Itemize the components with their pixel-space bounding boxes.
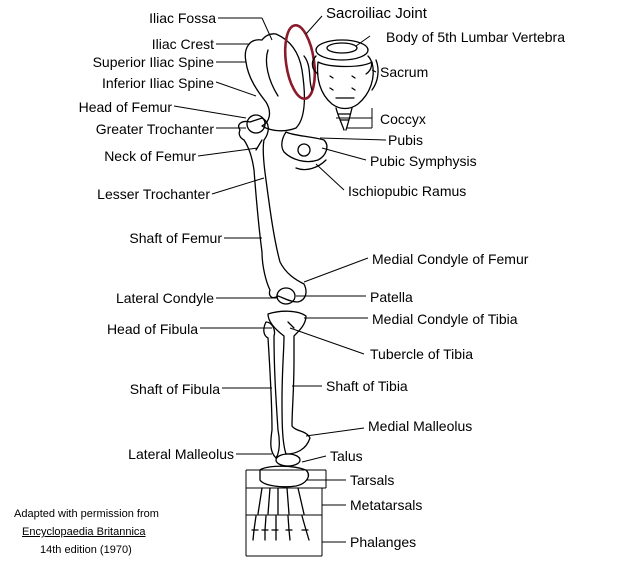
label-superior-iliac-spine: Superior Iliac Spine bbox=[92, 54, 214, 70]
tibia-outline bbox=[267, 310, 311, 455]
label-talus: Talus bbox=[330, 448, 363, 464]
label-coccyx: Coccyx bbox=[380, 111, 426, 127]
label-sacroiliac-joint: Sacroiliac Joint bbox=[326, 5, 427, 22]
label-shaft-of-tibia: Shaft of Tibia bbox=[326, 378, 408, 394]
label-lateral-condyle: Lateral Condyle bbox=[115, 290, 214, 306]
lumbar-vertebra-body bbox=[315, 39, 369, 61]
femoral-head bbox=[246, 114, 266, 134]
label-patella: Patella bbox=[370, 289, 413, 305]
fibula-outline bbox=[263, 321, 280, 459]
label-neck-of-femur: Neck of Femur bbox=[104, 148, 196, 164]
label-tubercle-of-tibia: Tubercle of Tibia bbox=[370, 346, 473, 362]
label-metatarsals: Metatarsals bbox=[350, 497, 423, 513]
label-medial-condyle-of-tibia: Medial Condyle of Tibia bbox=[372, 311, 518, 327]
label-pubic-symphysis: Pubic Symphysis bbox=[370, 153, 477, 169]
label-inferior-iliac-spine: Inferior Iliac Spine bbox=[101, 75, 214, 91]
label-head-of-fibula: Head of Fibula bbox=[106, 321, 198, 337]
label-tarsals: Tarsals bbox=[350, 472, 395, 488]
patella-outline bbox=[276, 287, 296, 305]
iliac-fossa-contour bbox=[265, 49, 279, 97]
label-shaft-of-fibula: Shaft of Fibula bbox=[129, 381, 220, 397]
label-sacrum: Sacrum bbox=[380, 64, 429, 80]
label-body-of-5th-lumbar-vertebra: Body of 5th Lumbar Vertebra bbox=[386, 29, 565, 45]
label-medial-condyle-of-femur: Medial Condyle of Femur bbox=[372, 251, 529, 267]
label-shaft-of-femur: Shaft of Femur bbox=[129, 230, 222, 246]
label-phalanges: Phalanges bbox=[350, 534, 417, 550]
phalanges-outline bbox=[252, 515, 310, 541]
label-pubis: Pubis bbox=[388, 132, 424, 148]
metatarsals-outline bbox=[257, 487, 305, 515]
leader-lines bbox=[173, 15, 387, 557]
tarsals-outline bbox=[259, 465, 310, 488]
sacrum-outline bbox=[316, 61, 374, 110]
label-lesser-trochanter: Lesser Trochanter bbox=[97, 186, 210, 202]
label-medial-malleolus: Medial Malleolus bbox=[368, 418, 473, 434]
label-greater-trochanter: Greater Trochanter bbox=[95, 121, 214, 137]
credit-line-2: Encyclopaedia Britannica bbox=[22, 526, 146, 538]
label-lateral-malleolus: Lateral Malleolus bbox=[128, 446, 234, 462]
label-head-of-femur: Head of Femur bbox=[78, 99, 172, 115]
pubis-outline bbox=[281, 131, 328, 163]
credit-line-3: 14th edition (1970) bbox=[40, 544, 132, 556]
ilium-outline bbox=[244, 33, 306, 132]
label-iliac-fossa: Iliac Fossa bbox=[149, 10, 216, 26]
credit-line-1: Adapted with permission from bbox=[14, 508, 159, 520]
coccyx-outline bbox=[335, 107, 353, 131]
label-ischiopubic-ramus: Ischiopubic Ramus bbox=[348, 183, 467, 199]
talus-outline bbox=[275, 453, 301, 467]
label-iliac-crest: Iliac Crest bbox=[151, 36, 214, 52]
femur-outline bbox=[238, 117, 307, 303]
